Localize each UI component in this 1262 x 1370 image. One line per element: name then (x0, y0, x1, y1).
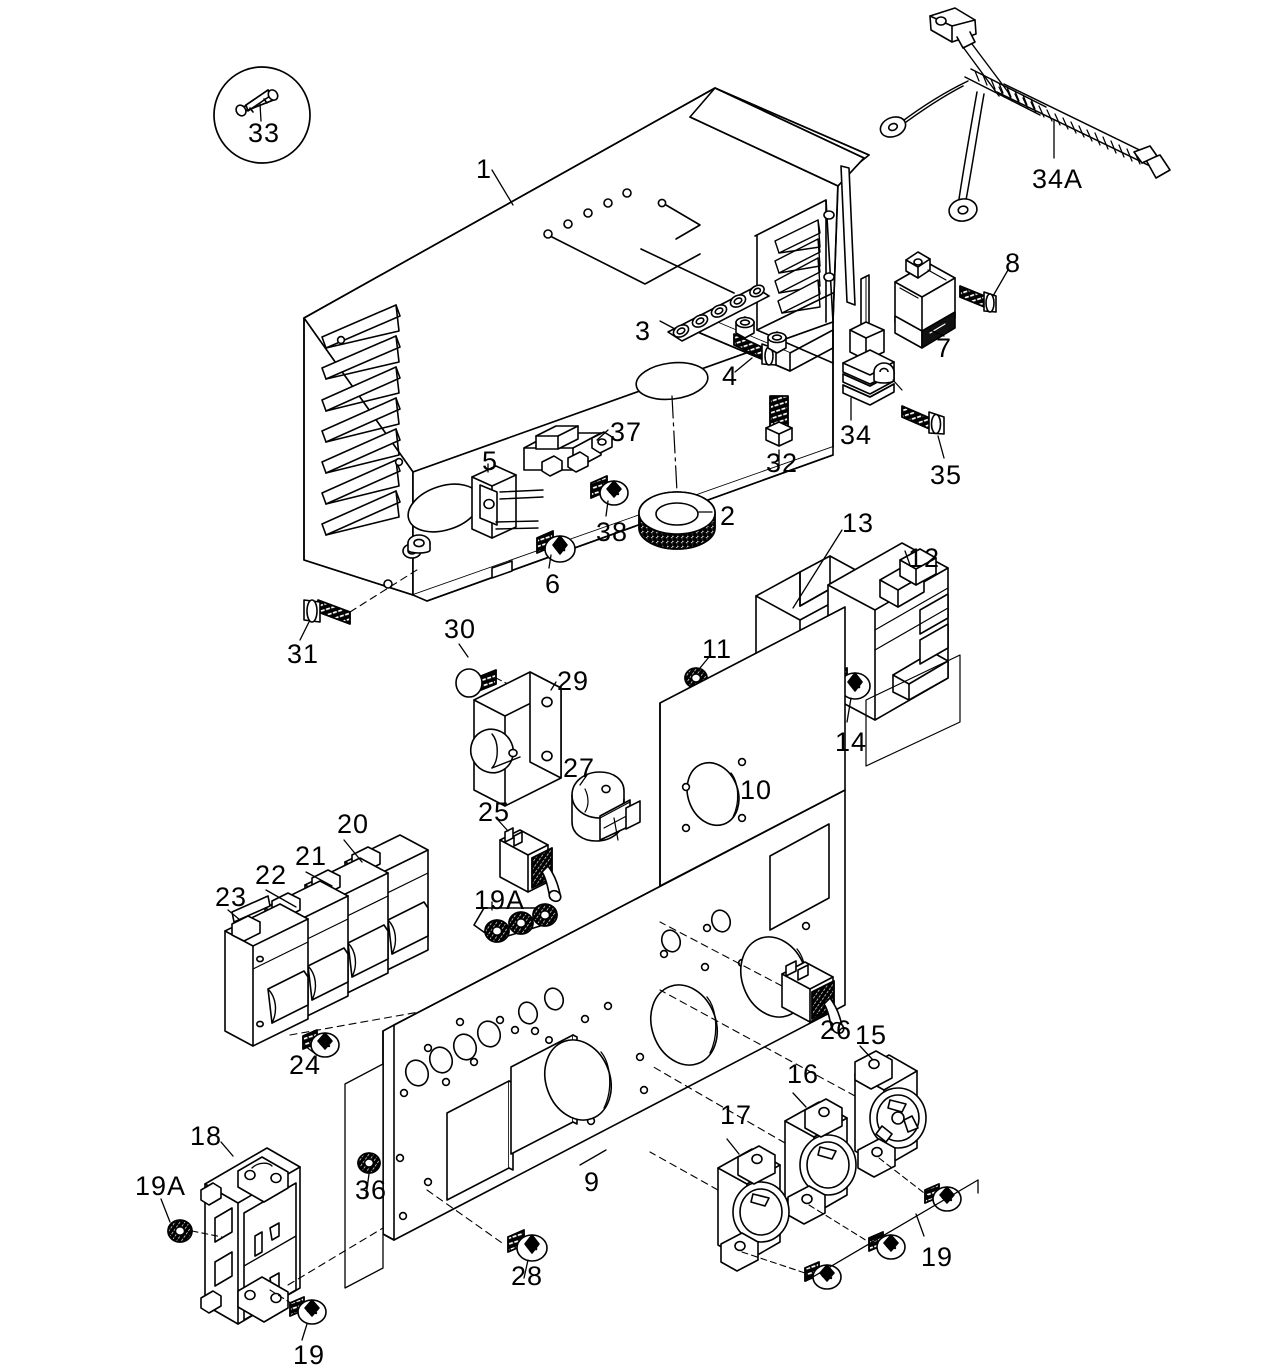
callout-32: 32 (766, 448, 799, 478)
callout-31: 31 (287, 639, 320, 669)
callout-12: 12 (908, 543, 941, 573)
screw-30 (455, 643, 525, 698)
callout-19a-left: 19A (135, 1171, 187, 1201)
callout-3: 3 (635, 316, 652, 346)
weld-nut (407, 534, 431, 554)
callout-14: 14 (835, 727, 868, 757)
callout-36: 36 (355, 1175, 388, 1205)
screw-38 (590, 475, 629, 517)
bolt-35 (892, 379, 945, 459)
callout-18: 18 (190, 1121, 223, 1151)
circuit-breaker-stack (224, 834, 431, 1047)
twist-lock-receptacle-17 (717, 1138, 790, 1272)
knurled-nuts-19a-middle (473, 901, 558, 943)
screw-6 (536, 530, 576, 569)
callout-5: 5 (482, 446, 499, 476)
control-panel-face-9 (382, 606, 846, 1246)
callout-2: 2 (720, 501, 737, 531)
screw-8 (959, 269, 1009, 313)
callout-4: 4 (722, 361, 739, 391)
grommet-2 (638, 395, 716, 550)
callout-19a-middle: 19A (474, 885, 526, 915)
toggle-switch-25 (497, 819, 562, 903)
callout-15: 15 (855, 1020, 888, 1050)
callout-37: 37 (610, 417, 643, 447)
twist-lock-plug-27 (571, 771, 641, 842)
nut-36 (344, 1063, 384, 1289)
callout-19-bottom: 19 (293, 1340, 326, 1370)
callout-11: 11 (702, 634, 733, 664)
twist-lock-receptacle-15 (854, 1045, 927, 1178)
bolt-31 (299, 567, 421, 641)
duplex-receptacle-18 (200, 1141, 384, 1325)
screw-19-bottom (289, 1296, 327, 1341)
callout-26: 26 (820, 1015, 853, 1045)
callout-34: 34 (840, 420, 873, 450)
louver-vents (321, 304, 401, 536)
fuse-detail-bubble-art (213, 66, 311, 164)
callout-35: 35 (930, 460, 963, 490)
callout-21: 21 (295, 841, 328, 871)
callout-13: 13 (842, 508, 875, 538)
callout-20: 20 (337, 809, 370, 839)
callout-24: 24 (289, 1050, 322, 1080)
screw-group-19-right (741, 1157, 979, 1290)
callout-17: 17 (720, 1100, 753, 1130)
callout-6: 6 (545, 569, 562, 599)
screw-24 (302, 1029, 340, 1058)
wiring-harness-34a (879, 7, 1171, 222)
hex-bolt-32 (765, 395, 793, 467)
micro-switch-37 (523, 425, 613, 477)
callout-8: 8 (1005, 248, 1022, 278)
twist-lock-receptacles (649, 921, 927, 1272)
callout-33: 33 (248, 118, 281, 148)
ground-bus-bar-3 (659, 284, 770, 342)
callout-30: 30 (444, 614, 477, 644)
callout-10: 10 (740, 775, 773, 805)
callout-28: 28 (511, 1261, 544, 1291)
callout-16: 16 (787, 1059, 820, 1089)
screw-28 (507, 1229, 548, 1279)
callout-23: 23 (215, 882, 248, 912)
callout-25: 25 (478, 797, 511, 827)
circuit-breaker-23 (224, 895, 309, 1047)
relay-7 (894, 251, 956, 349)
callout-29: 29 (557, 666, 590, 696)
callout-34a: 34A (1032, 164, 1084, 194)
hex-nuts-housing (735, 316, 787, 354)
callout-38: 38 (596, 517, 629, 547)
callout-27: 27 (563, 753, 596, 783)
bracket-5 (471, 463, 544, 539)
knurled-nut-19a-left (160, 1198, 223, 1243)
callout-22: 22 (255, 860, 288, 890)
callout-1: 1 (476, 154, 493, 184)
twist-lock-receptacle-16 (784, 1092, 857, 1225)
toggle-switch-26 (781, 960, 845, 1035)
callout-9: 9 (584, 1167, 601, 1197)
callout-19-right: 19 (921, 1242, 954, 1272)
control-box-housing-1 (303, 87, 870, 602)
callout-7: 7 (936, 333, 953, 363)
outlet-box-bracket-29 (469, 671, 562, 807)
